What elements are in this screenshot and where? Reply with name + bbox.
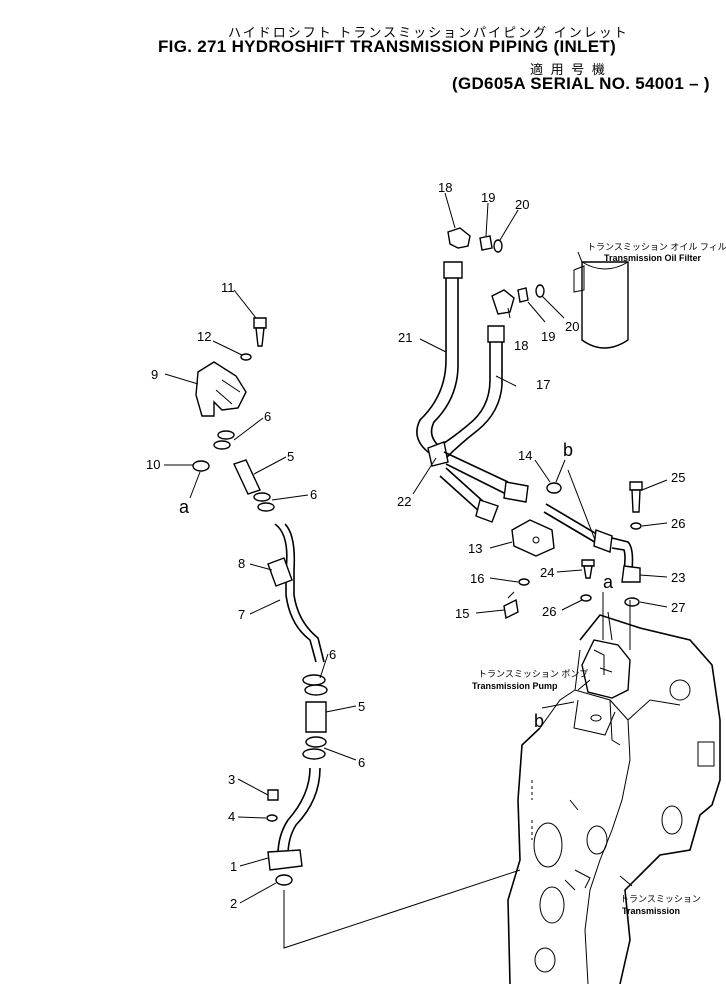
callout-16: 16 <box>470 571 484 586</box>
callout-6: 6 <box>358 755 365 770</box>
transmission-oil-filter <box>573 261 629 349</box>
reference-b-housing: b <box>534 711 544 731</box>
callout-4: 4 <box>228 809 235 824</box>
callout-24: 24 <box>540 565 554 580</box>
figure-title: FIG. 271 HYDROSHIFT TRANSMISSION PIPING … <box>158 37 617 56</box>
callout-7: 7 <box>238 607 245 622</box>
callout-19: 19 <box>541 329 555 344</box>
callout-5: 5 <box>358 699 365 714</box>
right-inlet-pipe-assembly <box>416 227 643 620</box>
callout-5: 5 <box>287 449 294 464</box>
callout-17: 17 <box>536 377 550 392</box>
transmission-housing <box>507 614 721 984</box>
callout-21: 21 <box>398 330 412 345</box>
leader-lines <box>164 192 668 949</box>
transmission-label-japanese: トランスミッション <box>620 894 701 904</box>
reference-a-pump: a <box>603 572 614 592</box>
filter-label: Transmission Oil Filter <box>604 253 702 263</box>
transmission-label: Transmission <box>622 906 680 916</box>
callout-23: 23 <box>671 570 685 585</box>
reference-b-right: b <box>563 440 573 460</box>
callout-11: 11 <box>221 280 235 295</box>
callout-18: 18 <box>514 338 528 353</box>
callout-8: 8 <box>238 556 245 571</box>
callout-6: 6 <box>310 487 317 502</box>
callout-15: 15 <box>455 606 469 621</box>
callout-27: 27 <box>671 600 685 615</box>
transmission-pump <box>573 639 631 746</box>
callout-20: 20 <box>515 197 529 212</box>
callout-26: 26 <box>671 516 685 531</box>
callout-1: 1 <box>230 859 237 874</box>
reference-a-left: a <box>179 497 190 517</box>
callout-10: 10 <box>146 457 160 472</box>
callout-25: 25 <box>671 470 685 485</box>
callout-3: 3 <box>228 772 235 787</box>
callout-26: 26 <box>542 604 556 619</box>
callout-22: 22 <box>397 494 411 509</box>
callout-12: 12 <box>197 329 211 344</box>
callout-20: 20 <box>565 319 579 334</box>
left-inlet-pipe-assembly <box>192 317 328 886</box>
callout-6: 6 <box>264 409 271 424</box>
callout-6: 6 <box>329 647 336 662</box>
callout-numbers: 11 12 9 10 6 5 6 8 7 6 5 6 3 4 1 2 18 19… <box>146 180 685 911</box>
callout-9: 9 <box>151 367 158 382</box>
component-labels: トランスミッション オイル フィルタ Transmission Oil Filt… <box>472 242 726 916</box>
callout-19: 19 <box>481 190 495 205</box>
callout-14: 14 <box>518 448 532 463</box>
callout-13: 13 <box>468 541 482 556</box>
callout-2: 2 <box>230 896 237 911</box>
pump-label: Transmission Pump <box>472 681 558 691</box>
applicability-label-japanese: 適 用 号 機 <box>530 62 607 77</box>
pump-label-japanese: トランスミッション ポンプ <box>478 669 588 679</box>
filter-label-japanese: トランスミッション オイル フィルタ <box>587 242 726 252</box>
callout-18: 18 <box>438 180 452 195</box>
title-japanese: ハイドロシフト トランスミッションパイピング インレット <box>228 25 629 40</box>
serial-range: (GD605A SERIAL NO. 54001 – ) <box>452 74 710 93</box>
